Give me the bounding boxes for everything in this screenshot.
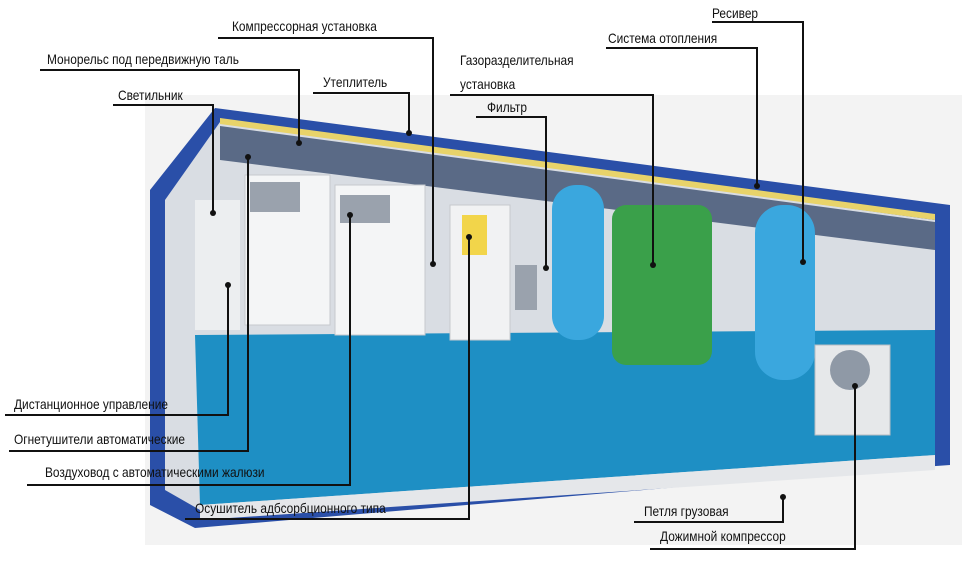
label-air-duct: Воздуховод с автоматическими жалюзи bbox=[45, 464, 265, 480]
louver-2 bbox=[340, 195, 390, 223]
tank-1 bbox=[552, 185, 604, 340]
insulation-strip bbox=[220, 118, 935, 220]
leader-monorail bbox=[40, 69, 300, 143]
leader-gas-separation bbox=[450, 94, 654, 265]
label-gas-separation-2: установка bbox=[460, 76, 516, 92]
label-heating-system: Система отопления bbox=[608, 30, 718, 46]
floor bbox=[195, 330, 935, 505]
control-cabinet bbox=[195, 200, 240, 330]
label-compressor-unit: Компрессорная установка bbox=[232, 18, 377, 34]
label-lamp: Светильник bbox=[118, 87, 183, 103]
leader-insulation bbox=[313, 92, 410, 133]
leader-booster bbox=[650, 386, 856, 550]
label-booster-compressor: Дожимной компрессор bbox=[660, 528, 786, 544]
leader-lifting-loop bbox=[634, 497, 784, 523]
gas-separation-unit bbox=[612, 205, 712, 365]
label-dryer: Осушитель адбсорбционного типа bbox=[195, 500, 386, 516]
leader-lines bbox=[5, 21, 856, 550]
leader-receiver bbox=[712, 21, 804, 262]
filter-unit bbox=[515, 265, 537, 310]
leader-air-duct bbox=[27, 215, 351, 486]
label-extinguishers: Огнетушители автоматические bbox=[14, 431, 186, 447]
label-filter: Фильтр bbox=[487, 99, 527, 115]
label-insulation: Утеплитель bbox=[323, 74, 388, 90]
label-remote-control: Дистанционное управление bbox=[14, 396, 169, 412]
leader-compressor-unit bbox=[218, 37, 434, 264]
label-gas-separation-1: Газоразделительная bbox=[460, 52, 574, 68]
leader-extinguishers bbox=[9, 157, 249, 452]
leader-filter bbox=[476, 116, 547, 268]
louver-1 bbox=[250, 182, 300, 212]
dryer-label bbox=[462, 215, 487, 255]
leader-lamp bbox=[113, 104, 214, 213]
label-monorail: Монорельс под передвижную таль bbox=[47, 51, 239, 67]
tank-2 bbox=[755, 205, 815, 380]
floor-edge bbox=[200, 455, 935, 520]
label-lifting-loop: Петля грузовая bbox=[644, 503, 729, 519]
leader-remote-control bbox=[5, 285, 229, 416]
leader-dryer bbox=[185, 237, 470, 520]
label-receiver: Ресивер bbox=[712, 5, 759, 21]
leader-dots bbox=[210, 130, 858, 500]
leader-heating-system bbox=[606, 47, 758, 186]
